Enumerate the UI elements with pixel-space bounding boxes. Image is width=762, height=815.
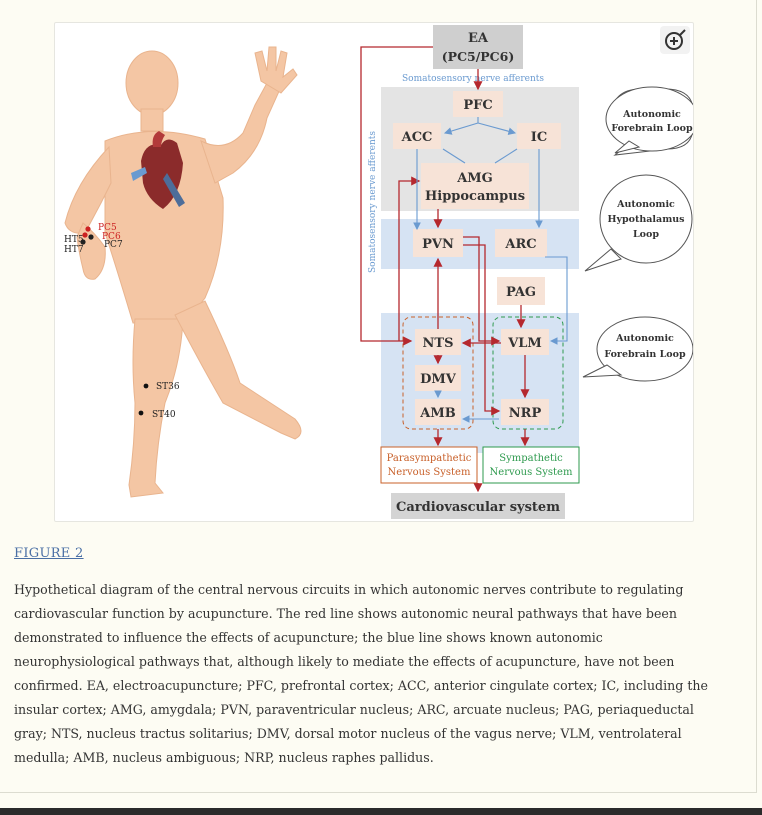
label-ht5: HT5 xyxy=(64,235,84,245)
node-dmv xyxy=(415,365,461,391)
figure-image[interactable]: PC5 PC6 PC7 HT5 HT7 ST36 ST40 EA (PC5/PC… xyxy=(54,22,699,522)
node-amg-label: AMG xyxy=(456,171,493,186)
red-pathways xyxy=(360,46,530,493)
cardiovascular-box xyxy=(391,493,565,519)
svg-text:Forebrain Loop: Forebrain Loop xyxy=(604,349,686,360)
sympathetic-box xyxy=(482,446,580,484)
bubble-hypothalamus: Autonomic Hypothalamus Loop xyxy=(584,174,693,272)
svg-text:Forebrain Loop: Forebrain Loop xyxy=(611,123,693,134)
label-pc6: PC6 xyxy=(102,232,121,242)
ea-label: EA xyxy=(468,31,489,46)
svg-text:Autonomic: Autonomic xyxy=(616,199,675,210)
bottom-bar xyxy=(0,808,762,815)
neural-pathway-diagram: EA (PC5/PC6) Somatosensory nerve afferen… xyxy=(360,25,699,519)
svg-text:Loop: Loop xyxy=(633,229,659,240)
node-ic xyxy=(517,123,561,149)
label-st40: ST40 xyxy=(152,410,176,420)
node-nrp xyxy=(501,399,549,425)
label-ht7: HT7 xyxy=(64,245,84,255)
figure-caption: Hypothetical diagram of the central nerv… xyxy=(14,582,708,765)
node-nts xyxy=(415,329,461,355)
node-pvn-label: PVN xyxy=(422,237,454,252)
parasympathetic-label-1: Parasympathetic xyxy=(387,453,472,464)
node-nts-label: NTS xyxy=(423,336,454,351)
sympathetic-label-2: Nervous System xyxy=(490,467,573,478)
ea-box xyxy=(433,25,523,69)
node-pag xyxy=(497,277,545,305)
heart-icon xyxy=(131,131,185,209)
node-pfc-label: PFC xyxy=(463,98,492,113)
svg-text:Autonomic: Autonomic xyxy=(622,109,681,120)
label-st36: ST36 xyxy=(156,382,180,392)
brainstem-band xyxy=(381,313,579,453)
node-acc-label: ACC xyxy=(401,130,433,145)
node-amb-label: AMB xyxy=(419,406,455,421)
sympathetic-label-1: Sympathetic xyxy=(499,453,563,464)
node-amb xyxy=(415,399,461,425)
node-pfc xyxy=(453,91,503,117)
node-amg-hippocampus xyxy=(421,163,529,209)
acupoint-labels: PC5 PC6 PC7 HT5 HT7 ST36 ST40 xyxy=(64,223,180,420)
label-pc5: PC5 xyxy=(98,223,117,233)
parasympathetic-label-2: Nervous System xyxy=(388,467,471,478)
svg-text:Hypothalamus: Hypothalamus xyxy=(608,214,685,225)
node-vlm xyxy=(501,329,549,355)
node-arc-label: ARC xyxy=(504,237,536,252)
hypothalamus-band xyxy=(381,219,579,269)
sympathetic-group xyxy=(492,316,564,430)
node-hippocampus-label: Hippocampus xyxy=(425,189,525,204)
ea-points-label: (PC5/PC6) xyxy=(442,49,515,64)
node-vlm-label: VLM xyxy=(507,336,542,351)
parasympathetic-group xyxy=(402,316,474,430)
node-arc xyxy=(495,229,547,257)
node-dmv-label: DMV xyxy=(420,372,457,387)
node-ic-label: IC xyxy=(531,130,547,145)
cardiovascular-label: Cardiovascular system xyxy=(396,500,560,515)
zoom-button[interactable] xyxy=(660,26,690,54)
node-pvn xyxy=(413,229,463,257)
node-acc xyxy=(393,123,441,149)
parasympathetic-box xyxy=(380,446,478,484)
node-pag-label: PAG xyxy=(506,285,536,300)
blue-pathways xyxy=(413,117,568,423)
svg-text:Autonomic: Autonomic xyxy=(615,333,674,344)
somatosensory-top-label: Somatosensory nerve afferents xyxy=(402,74,544,84)
figure-illustration: PC5 PC6 PC7 HT5 HT7 ST36 ST40 EA (PC5/PC… xyxy=(64,25,699,519)
figure-link[interactable]: FIGURE 2 xyxy=(14,546,84,561)
figure-card: PC5 PC6 PC7 HT5 HT7 ST36 ST40 EA (PC5/PC… xyxy=(0,0,757,793)
label-pc7: PC7 xyxy=(104,240,123,250)
node-nrp-label: NRP xyxy=(509,406,542,421)
bubble-forebrain-2: Autonomic Forebrain Loop xyxy=(582,316,694,382)
zoom-in-icon xyxy=(665,29,686,50)
somatosensory-side-label: Somatosensory nerve afferents xyxy=(368,131,378,273)
bubble-forebrain-1: Autonomic Forebrain Loop xyxy=(605,86,699,156)
acupoint-markers xyxy=(80,226,149,416)
human-body-illustration xyxy=(64,46,302,498)
